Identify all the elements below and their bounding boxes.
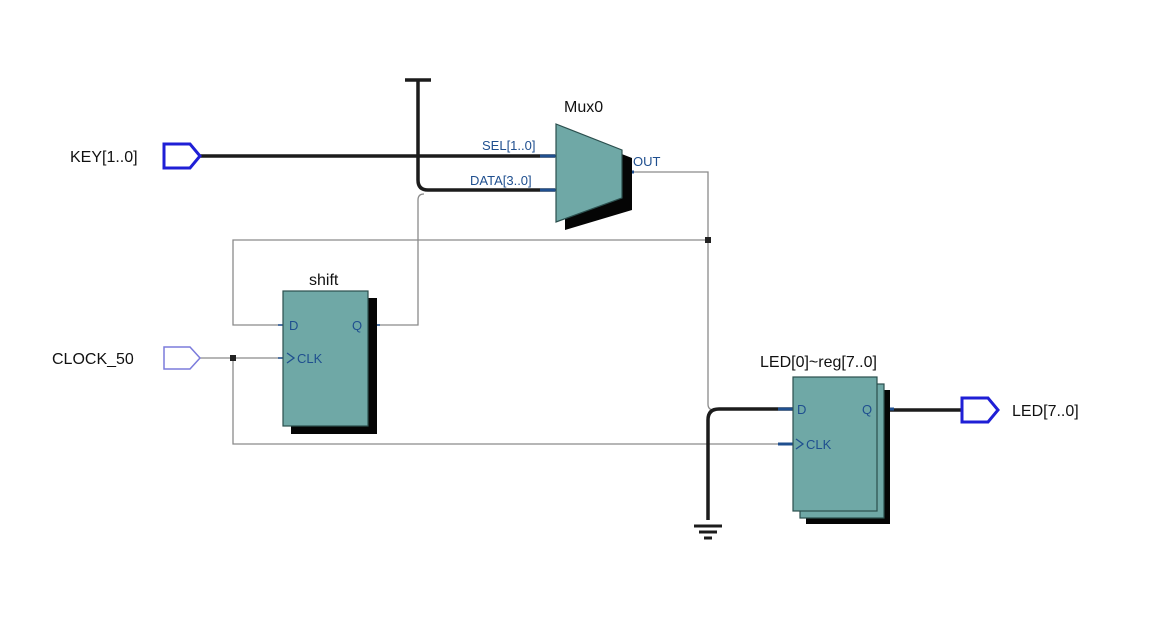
vcc-icon (405, 78, 555, 192)
wire-mux-out (630, 171, 715, 411)
led-output-port[interactable] (960, 396, 1000, 424)
shift-block (282, 290, 369, 427)
clock-input-port[interactable] (163, 346, 202, 370)
key-port-label: KEY[1..0] (70, 149, 138, 166)
wire-clock (200, 357, 793, 445)
clock-port-label: CLOCK_50 (52, 351, 134, 368)
led-reg-block (792, 376, 878, 512)
led-reg-pin-q: Q (862, 402, 872, 417)
mux-name: Mux0 (564, 99, 603, 116)
mux-pin-out: OUT (633, 154, 661, 169)
shift-pin-d: D (289, 318, 298, 333)
key-input-port[interactable] (162, 142, 202, 170)
led-reg-pin-d: D (797, 402, 806, 417)
junction-dot (230, 355, 236, 361)
ground-icon (694, 524, 722, 540)
mux-pin-data: DATA[3..0] (470, 173, 532, 188)
mux-block (555, 123, 623, 223)
junction-dot (705, 237, 711, 243)
shift-pin-clk: CLK (297, 351, 323, 366)
mux-pin-sel: SEL[1..0] (482, 138, 535, 153)
wire-shift-q-to-mux (368, 193, 425, 326)
clock-edge-icon (286, 352, 296, 364)
shift-pin-q: Q (352, 318, 362, 333)
led-reg-name: LED[0]~reg[7..0] (760, 354, 877, 371)
wire-feedback-shift-d (232, 239, 708, 326)
clock-edge-icon (795, 438, 805, 450)
wire-ground-to-led-d (706, 407, 793, 520)
led-port-label: LED[7..0] (1012, 403, 1079, 420)
led-reg-pin-clk: CLK (806, 437, 832, 452)
shift-name: shift (309, 272, 339, 289)
